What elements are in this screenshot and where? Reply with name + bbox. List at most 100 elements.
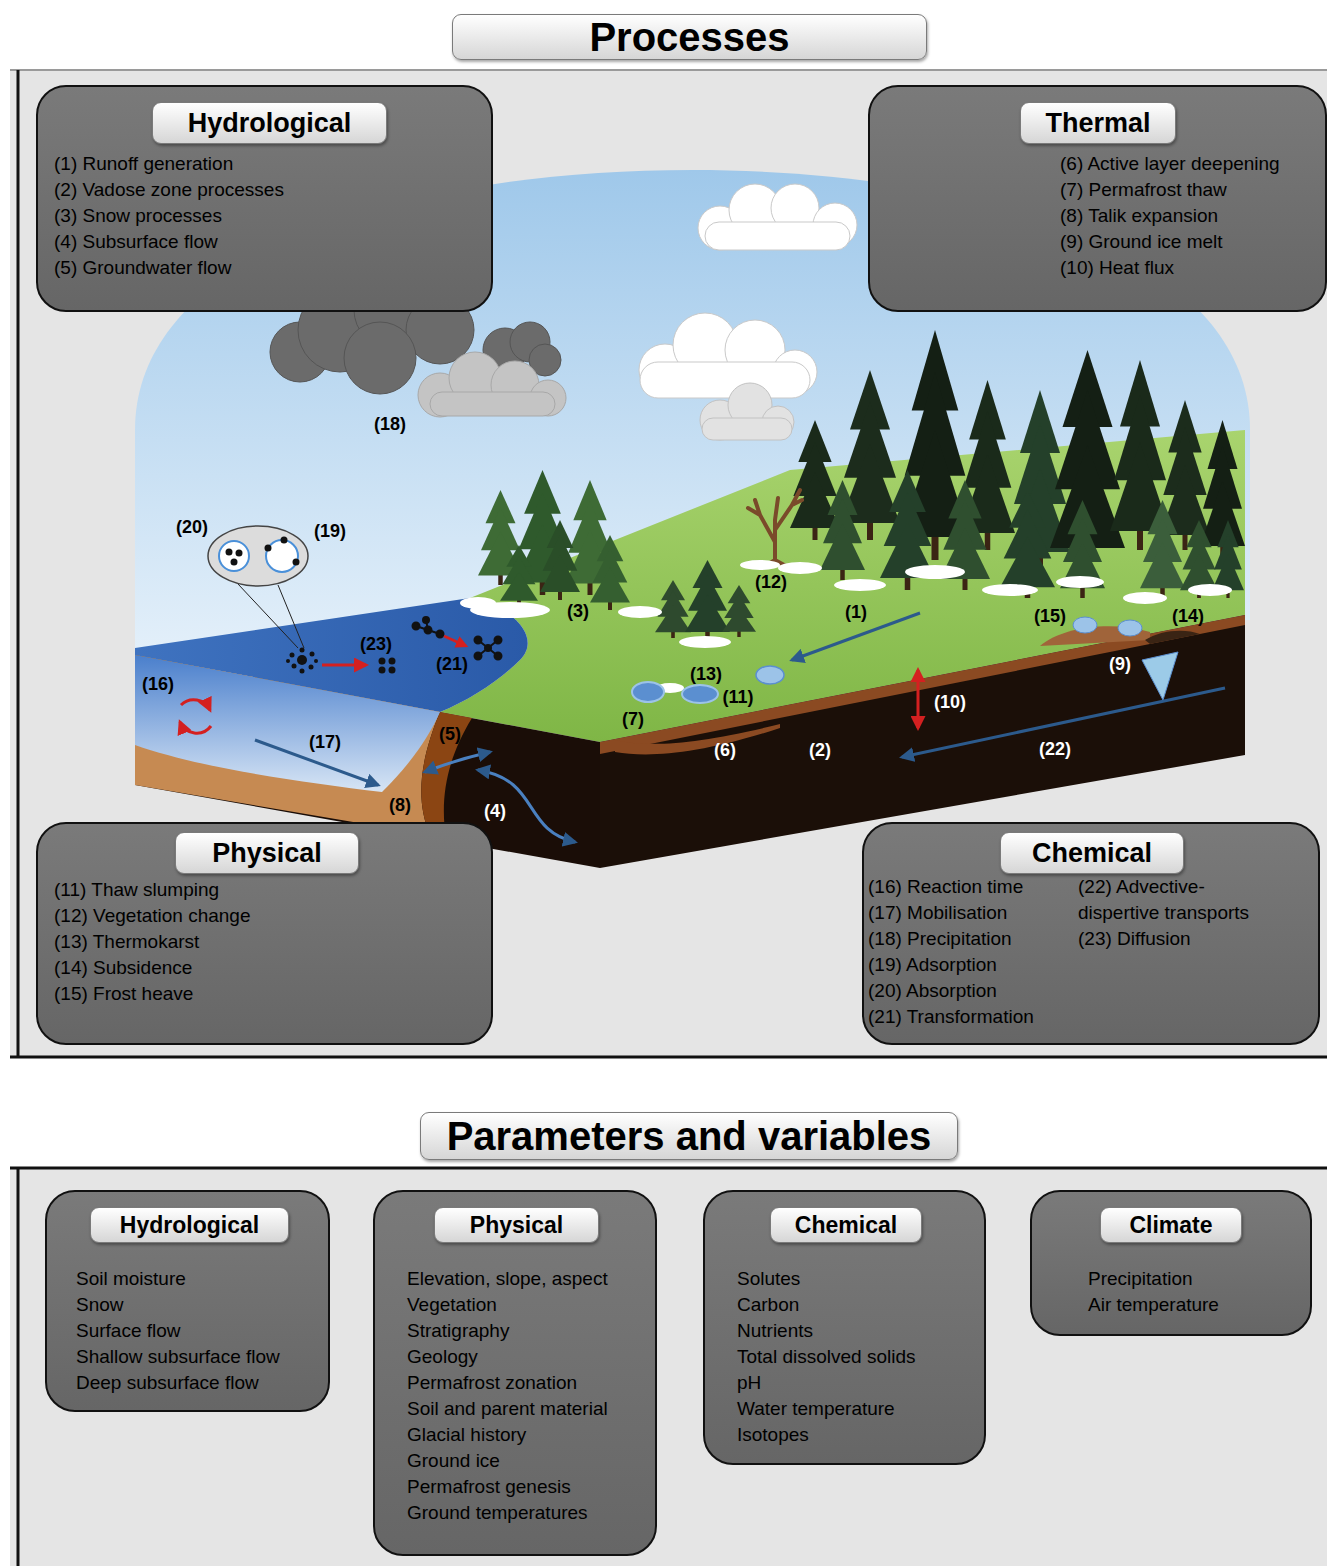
category-heading: Physical [434, 1207, 599, 1243]
list-item: Air temperature [1088, 1292, 1219, 1318]
parameter-box: PrecipitationAir temperature Climate [1030, 1190, 1312, 1336]
callout-number: (12) [755, 573, 787, 593]
list-item: Soil and parent material [407, 1396, 608, 1422]
list-item: (15) Frost heave [54, 981, 193, 1007]
category-heading: Thermal [1020, 102, 1176, 144]
parameter-box: Soil moistureSnowSurface flowShallow sub… [45, 1190, 330, 1412]
callout-number: (5) [439, 725, 461, 745]
callout-number: (19) [314, 522, 346, 542]
list-item: (14) Subsidence [54, 955, 192, 981]
list-item: Snow [76, 1292, 124, 1318]
item-list: Soil moistureSnowSurface flowShallow sub… [76, 1266, 280, 1396]
category-heading: Chemical [770, 1207, 922, 1243]
parameter-box: SolutesCarbonNutrientsTotal dissolved so… [703, 1190, 986, 1465]
list-item: Water temperature [737, 1396, 895, 1422]
list-item: (13) Thermokarst [54, 929, 199, 955]
list-item: Shallow subsurface flow [76, 1344, 280, 1370]
list-item: (21) Transformation [868, 1004, 1034, 1030]
list-item: pH [737, 1370, 761, 1396]
callout-number: (21) [436, 655, 468, 675]
list-item: (9) Ground ice melt [1060, 229, 1223, 255]
category-heading: Climate [1100, 1207, 1242, 1243]
list-item: (6) Active layer deepening [1060, 151, 1280, 177]
callout-number: (14) [1172, 607, 1204, 627]
section-header: Processes [452, 14, 927, 60]
list-item: (18) Precipitation [868, 926, 1012, 952]
list-item: Geology [407, 1344, 478, 1370]
heading-text: Processes [589, 16, 789, 58]
section-header: Parameters and variables [420, 1112, 958, 1160]
list-item: (2) Vadose zone processes [54, 177, 284, 203]
callout-number: (3) [567, 602, 589, 622]
list-item: (7) Permafrost thaw [1060, 177, 1227, 203]
callout-number: (7) [622, 710, 644, 730]
list-item: Stratigraphy [407, 1318, 509, 1344]
list-item: Ground temperatures [407, 1500, 588, 1526]
list-item: Solutes [737, 1266, 800, 1292]
list-item: (8) Talik expansion [1060, 203, 1218, 229]
list-item: (12) Vegetation change [54, 903, 251, 929]
callout-number: (9) [1109, 655, 1131, 675]
list-item: (22) Advective-dispertive transports [1078, 874, 1278, 926]
list-item: (1) Runoff generation [54, 151, 233, 177]
list-item: (5) Groundwater flow [54, 255, 231, 281]
item-list: (1) Runoff generation(2) Vadose zone pro… [54, 151, 284, 281]
list-item: (10) Heat flux [1060, 255, 1174, 281]
heading-text: Hydrological [120, 1213, 259, 1237]
item-list: SolutesCarbonNutrientsTotal dissolved so… [737, 1266, 915, 1448]
item-list: (22) Advective-dispertive transports(23)… [1078, 874, 1278, 952]
process-box: (16) Reaction time(17) Mobilisation(18) … [862, 822, 1320, 1045]
callout-number: (17) [309, 733, 341, 753]
list-item: Ground ice [407, 1448, 500, 1474]
list-item: Carbon [737, 1292, 799, 1318]
callout-number: (4) [484, 802, 506, 822]
category-heading: Physical [175, 832, 359, 874]
list-item: (4) Subsurface flow [54, 229, 218, 255]
process-box: (6) Active layer deepening(7) Permafrost… [868, 85, 1327, 312]
parameter-box: Elevation, slope, aspectVegetationStrati… [373, 1190, 657, 1556]
callout-number: (13) [690, 665, 722, 685]
list-item: Glacial history [407, 1422, 526, 1448]
heading-text: Physical [212, 839, 322, 867]
item-list: (6) Active layer deepening(7) Permafrost… [1060, 151, 1280, 281]
category-heading: Hydrological [152, 102, 387, 144]
heading-text: Chemical [1032, 839, 1152, 867]
list-item: (17) Mobilisation [868, 900, 1007, 926]
process-box: (11) Thaw slumping(12) Vegetation change… [36, 822, 493, 1045]
callout-number: (18) [374, 415, 406, 435]
heading-text: Hydrological [188, 109, 352, 137]
list-item: (19) Adsorption [868, 952, 997, 978]
list-item: Nutrients [737, 1318, 813, 1344]
callout-number: (1) [845, 603, 867, 623]
list-item: Isotopes [737, 1422, 809, 1448]
list-item: Deep subsurface flow [76, 1370, 259, 1396]
list-item: (23) Diffusion [1078, 926, 1278, 952]
item-list: (16) Reaction time(17) Mobilisation(18) … [868, 874, 1034, 1030]
callout-number: (22) [1039, 740, 1071, 760]
list-item: Surface flow [76, 1318, 181, 1344]
category-heading: Hydrological [90, 1207, 289, 1243]
callout-number: (11) [722, 688, 753, 708]
callout-number: (10) [934, 693, 966, 713]
heading-text: Parameters and variables [447, 1115, 932, 1157]
category-heading: Chemical [1000, 832, 1184, 874]
callout-number: (20) [176, 518, 208, 538]
callout-number: (2) [809, 741, 831, 761]
callout-number: (15) [1034, 607, 1066, 627]
list-item: Permafrost zonation [407, 1370, 577, 1396]
callout-number: (6) [714, 741, 736, 761]
list-item: (16) Reaction time [868, 874, 1023, 900]
list-item: (11) Thaw slumping [54, 877, 219, 903]
item-list: (11) Thaw slumping(12) Vegetation change… [54, 877, 251, 1007]
list-item: Precipitation [1088, 1266, 1193, 1292]
heading-text: Thermal [1045, 109, 1150, 137]
list-item: Vegetation [407, 1292, 497, 1318]
list-item: Permafrost genesis [407, 1474, 571, 1500]
list-item: Soil moisture [76, 1266, 186, 1292]
heading-text: Chemical [795, 1213, 897, 1237]
callout-number: (23) [360, 635, 392, 655]
process-box: (1) Runoff generation(2) Vadose zone pro… [36, 85, 493, 312]
callout-number: (16) [142, 675, 174, 695]
callout-number: (8) [389, 796, 411, 816]
